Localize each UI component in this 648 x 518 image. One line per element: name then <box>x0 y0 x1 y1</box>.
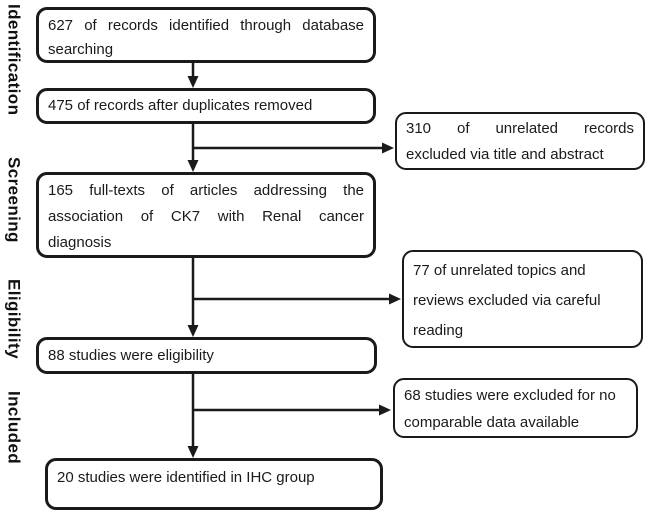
stage-label-identification: Identification <box>4 4 24 116</box>
box-studies-included-line1: 20 studies were identified in IHC group <box>57 469 315 486</box>
arrow-fulltext-to-eligible <box>187 257 199 337</box>
box-excluded-careful-reading-line3: reading <box>413 322 464 339</box>
stage-label-screening: Screening <box>4 156 24 243</box>
stage-label-included: Included <box>4 391 24 465</box>
box-fulltext-assessed: 165 full-texts of articles addressing th… <box>36 172 376 258</box>
box-studies-included: 20 studies were identified in IHC group <box>45 458 383 510</box>
arrow-identified-to-duplicates <box>187 62 199 88</box>
box-excluded-careful-reading-line1: 77 of unrelated topics and <box>413 262 586 279</box>
arrow-duplicates-to-fulltext <box>187 122 199 172</box>
stage-label-eligibility: Eligibility <box>4 279 24 359</box>
box-fulltext-assessed-line2: association of CK7 with Renal cancer <box>48 208 364 225</box>
box-fulltext-assessed-line3: diagnosis <box>48 234 112 251</box>
arrow-branch-careful-reading <box>193 293 401 305</box>
arrow-branch-no-data <box>193 404 391 416</box>
arrow-branch-title-abstract <box>193 142 394 154</box>
box-records-identified: 627 of records identified through databa… <box>36 7 376 63</box>
box-duplicates-removed-line1: 475 of records after duplicates removed <box>48 97 313 114</box>
box-excluded-no-data-line1: 68 studies were excluded for no <box>404 387 616 404</box>
box-duplicates-removed: 475 of records after duplicates removed <box>36 88 376 124</box>
box-records-identified-line2: searching <box>48 41 114 58</box>
box-studies-eligible: 88 studies were eligibility <box>36 337 377 374</box>
box-records-identified-line1: 627 of records identified through databa… <box>48 17 364 34</box>
box-fulltext-assessed-line1: 165 full-texts of articles addressing th… <box>48 182 364 199</box>
box-excluded-title-abstract-line2: excluded via title and abstract <box>406 146 604 163</box>
box-excluded-no-data: 68 studies were excluded for no comparab… <box>393 378 638 438</box>
box-excluded-no-data-line2: comparable data available <box>404 414 580 431</box>
box-studies-eligible-line1: 88 studies were eligibility <box>48 346 214 364</box>
arrow-eligible-to-included <box>187 373 199 458</box>
box-excluded-title-abstract-line1: 310 of unrelated records <box>406 120 634 137</box>
box-excluded-title-abstract: 310 of unrelated records excluded via ti… <box>395 112 645 170</box>
box-excluded-careful-reading: 77 of unrelated topics and reviews exclu… <box>402 250 643 348</box>
box-excluded-careful-reading-line2: reviews excluded via careful <box>413 292 601 309</box>
